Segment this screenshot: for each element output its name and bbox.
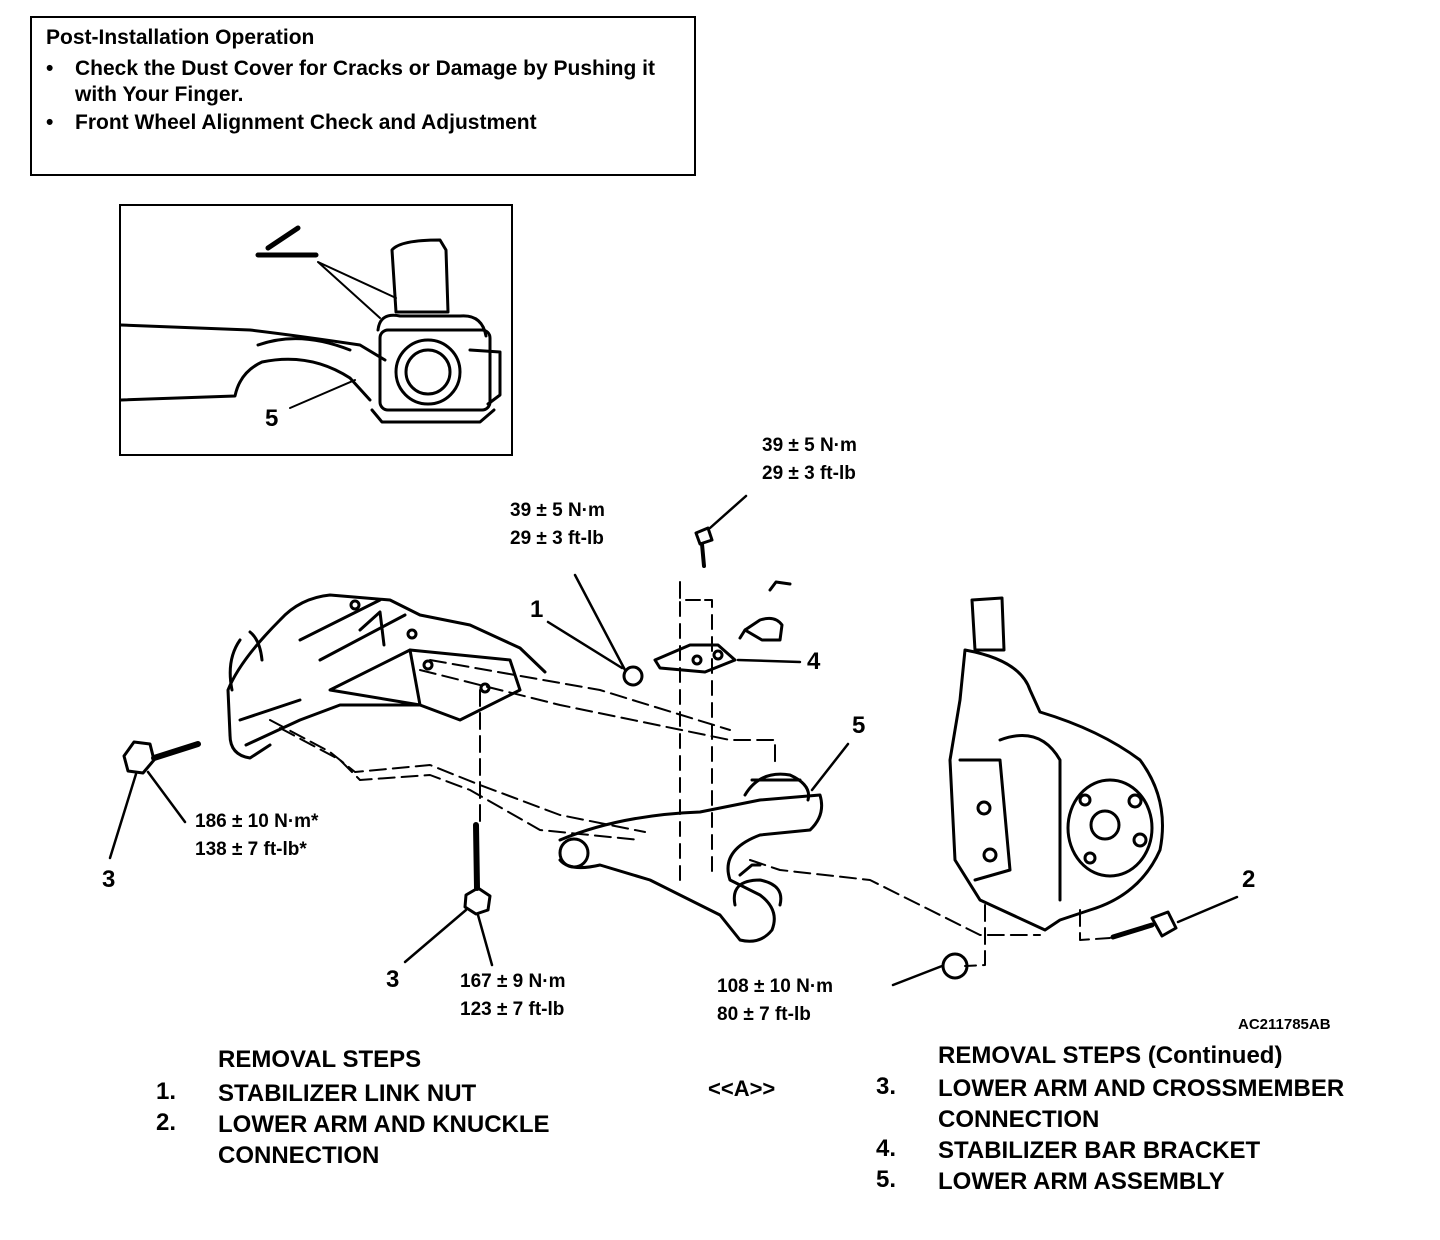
callout-1: 1: [530, 596, 544, 623]
step-text: STABILIZER BAR BRACKET: [938, 1137, 1261, 1164]
step-number: 1.: [156, 1078, 177, 1105]
step-text: LOWER ARM AND KNUCKLE CONNECTION: [218, 1111, 550, 1169]
step-number: 5.: [876, 1166, 897, 1193]
post-installation-bullet-2: • Front Wheel Alignment Check and Adjust…: [46, 110, 686, 138]
removal-step-2: 2. LOWER ARM AND KNUCKLE CONNECTION: [156, 1109, 656, 1173]
removal-step-1: 1. STABILIZER LINK NUT: [156, 1078, 656, 1110]
removal-steps-heading: REMOVAL STEPS: [218, 1046, 422, 1073]
step-number: 3.: [876, 1073, 897, 1100]
callout-2: 2: [1242, 866, 1256, 893]
torque-link-nut: 39 ± 5 N·m 29 ± 3 ft-lb: [510, 497, 605, 553]
procedure-marker: <<A>>: [708, 1076, 776, 1101]
post-installation-title: Post-Installation Operation: [46, 26, 315, 49]
step-text: STABILIZER LINK NUT: [218, 1080, 477, 1107]
torque-front-bolt: 186 ± 10 N·m* 138 ± 7 ft-lb*: [195, 808, 318, 864]
detail-inset: [119, 204, 513, 456]
crossmember-drawing: [226, 593, 547, 760]
lower-arm-drawing: [558, 772, 824, 943]
torque-metric: 186 ± 10 N·m*: [195, 811, 319, 832]
callout-5: 5: [852, 712, 866, 739]
torque-imperial: 29 ± 3 ft-lb: [762, 463, 856, 484]
bullet-dot: •: [46, 57, 54, 80]
torque-metric: 167 ± 9 N·m: [460, 971, 566, 992]
bullet-text: Check the Dust Cover for Cracks or Damag…: [75, 57, 655, 106]
inset-drawing: [119, 225, 502, 424]
alignment-lines: [269, 574, 1111, 967]
leader-lines: [108, 494, 1239, 987]
torque-imperial: 138 ± 7 ft-lb*: [195, 839, 307, 860]
step-number: 2.: [156, 1109, 177, 1136]
removal-steps-continued-heading: REMOVAL STEPS (Continued): [938, 1042, 1283, 1069]
stabilizer-bracket-drawing: [653, 580, 792, 881]
fasteners-drawing: [122, 526, 1178, 980]
removal-step-3: 3. LOWER ARM AND CROSSMEMBER CONNECTION: [876, 1073, 1416, 1137]
step-number: 4.: [876, 1135, 897, 1162]
torque-metric: 108 ± 10 N·m: [717, 976, 834, 997]
bullet-dot: •: [46, 111, 54, 134]
figure-code: AC211785AB: [1238, 1016, 1331, 1033]
torque-imperial: 80 ± 7 ft-lb: [717, 1004, 811, 1025]
removal-step-4: 4. STABILIZER BAR BRACKET: [876, 1135, 1416, 1167]
torque-metric: 39 ± 5 N·m: [762, 435, 857, 456]
removal-step-5: 5. LOWER ARM ASSEMBLY: [876, 1166, 1416, 1198]
post-installation-bullet-1: • Check the Dust Cover for Cracks or Dam…: [46, 56, 686, 110]
step-text: LOWER ARM ASSEMBLY: [938, 1168, 1225, 1195]
step-text: LOWER ARM AND CROSSMEMBER CONNECTION: [938, 1075, 1345, 1133]
inset-callout: 5: [265, 405, 279, 432]
callout-4: 4: [807, 648, 821, 675]
torque-imperial: 123 ± 7 ft-lb: [460, 999, 565, 1020]
knuckle-drawing: [948, 596, 1164, 932]
torque-rear-bolt: 167 ± 9 N·m 123 ± 7 ft-lb: [460, 968, 565, 1024]
torque-metric: 39 ± 5 N·m: [510, 500, 605, 521]
torque-knuckle-nut: 108 ± 10 N·m 80 ± 7 ft-lb: [717, 973, 833, 1029]
torque-imperial: 29 ± 3 ft-lb: [510, 528, 604, 549]
callout-3-front: 3: [102, 866, 116, 893]
post-installation-box: [30, 16, 696, 176]
callout-3-rear: 3: [386, 966, 400, 993]
bullet-text: Front Wheel Alignment Check and Adjustme…: [75, 111, 537, 134]
torque-top-bolt: 39 ± 5 N·m 29 ± 3 ft-lb: [762, 432, 857, 488]
